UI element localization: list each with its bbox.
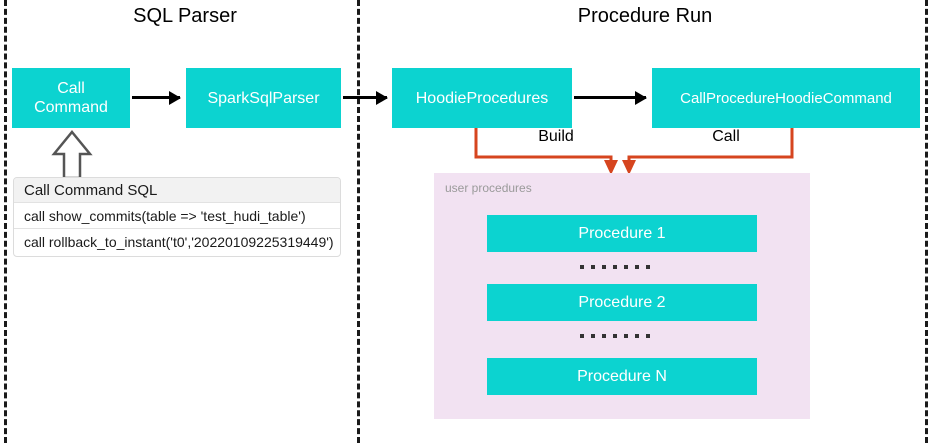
box-procedure-1[interactable]: Procedure 1 <box>487 215 757 252</box>
sql-table-header: Call Command SQL <box>14 178 340 203</box>
arrow-call-command-to-spark-parser <box>132 96 180 99</box>
section-title-sql-parser: SQL Parser <box>133 5 237 27</box>
arrow-spark-parser-to-hoodie-procedures <box>343 96 387 99</box>
edge-label-call: Call <box>712 128 740 145</box>
section-divider-left <box>4 0 7 443</box>
hollow-up-arrow-icon <box>51 130 93 180</box>
box-procedure-2[interactable]: Procedure 2 <box>487 284 757 321</box>
call-command-sql-table: Call Command SQL call show_commits(table… <box>13 177 341 257</box>
box-call-command-line2: Command <box>34 99 108 116</box>
box-call-command[interactable]: Call Command <box>12 68 130 128</box>
box-procedure-n[interactable]: Procedure N <box>487 358 757 395</box>
user-procedures-label: user procedures <box>445 181 532 195</box>
section-title-procedure-run: Procedure Run <box>577 5 713 27</box>
box-call-procedure-hoodie-command[interactable]: CallProcedureHoodieCommand <box>652 68 920 128</box>
edge-label-build: Build <box>538 128 574 145</box>
box-spark-sql-parser[interactable]: SparkSqlParser <box>186 68 341 128</box>
procedure-separator-dots <box>580 265 650 269</box>
sql-table-row[interactable]: call show_commits(table => 'test_hudi_ta… <box>14 203 340 229</box>
box-hoodie-procedures[interactable]: HoodieProcedures <box>392 68 572 128</box>
arrow-hoodie-procedures-to-call-procedure-command <box>574 96 646 99</box>
box-call-command-line1: Call <box>57 80 85 97</box>
sql-table-row[interactable]: call rollback_to_instant('t0','202201092… <box>24 234 334 250</box>
section-divider-right <box>925 0 928 443</box>
procedure-separator-dots <box>580 334 650 338</box>
section-divider-middle <box>357 0 360 443</box>
